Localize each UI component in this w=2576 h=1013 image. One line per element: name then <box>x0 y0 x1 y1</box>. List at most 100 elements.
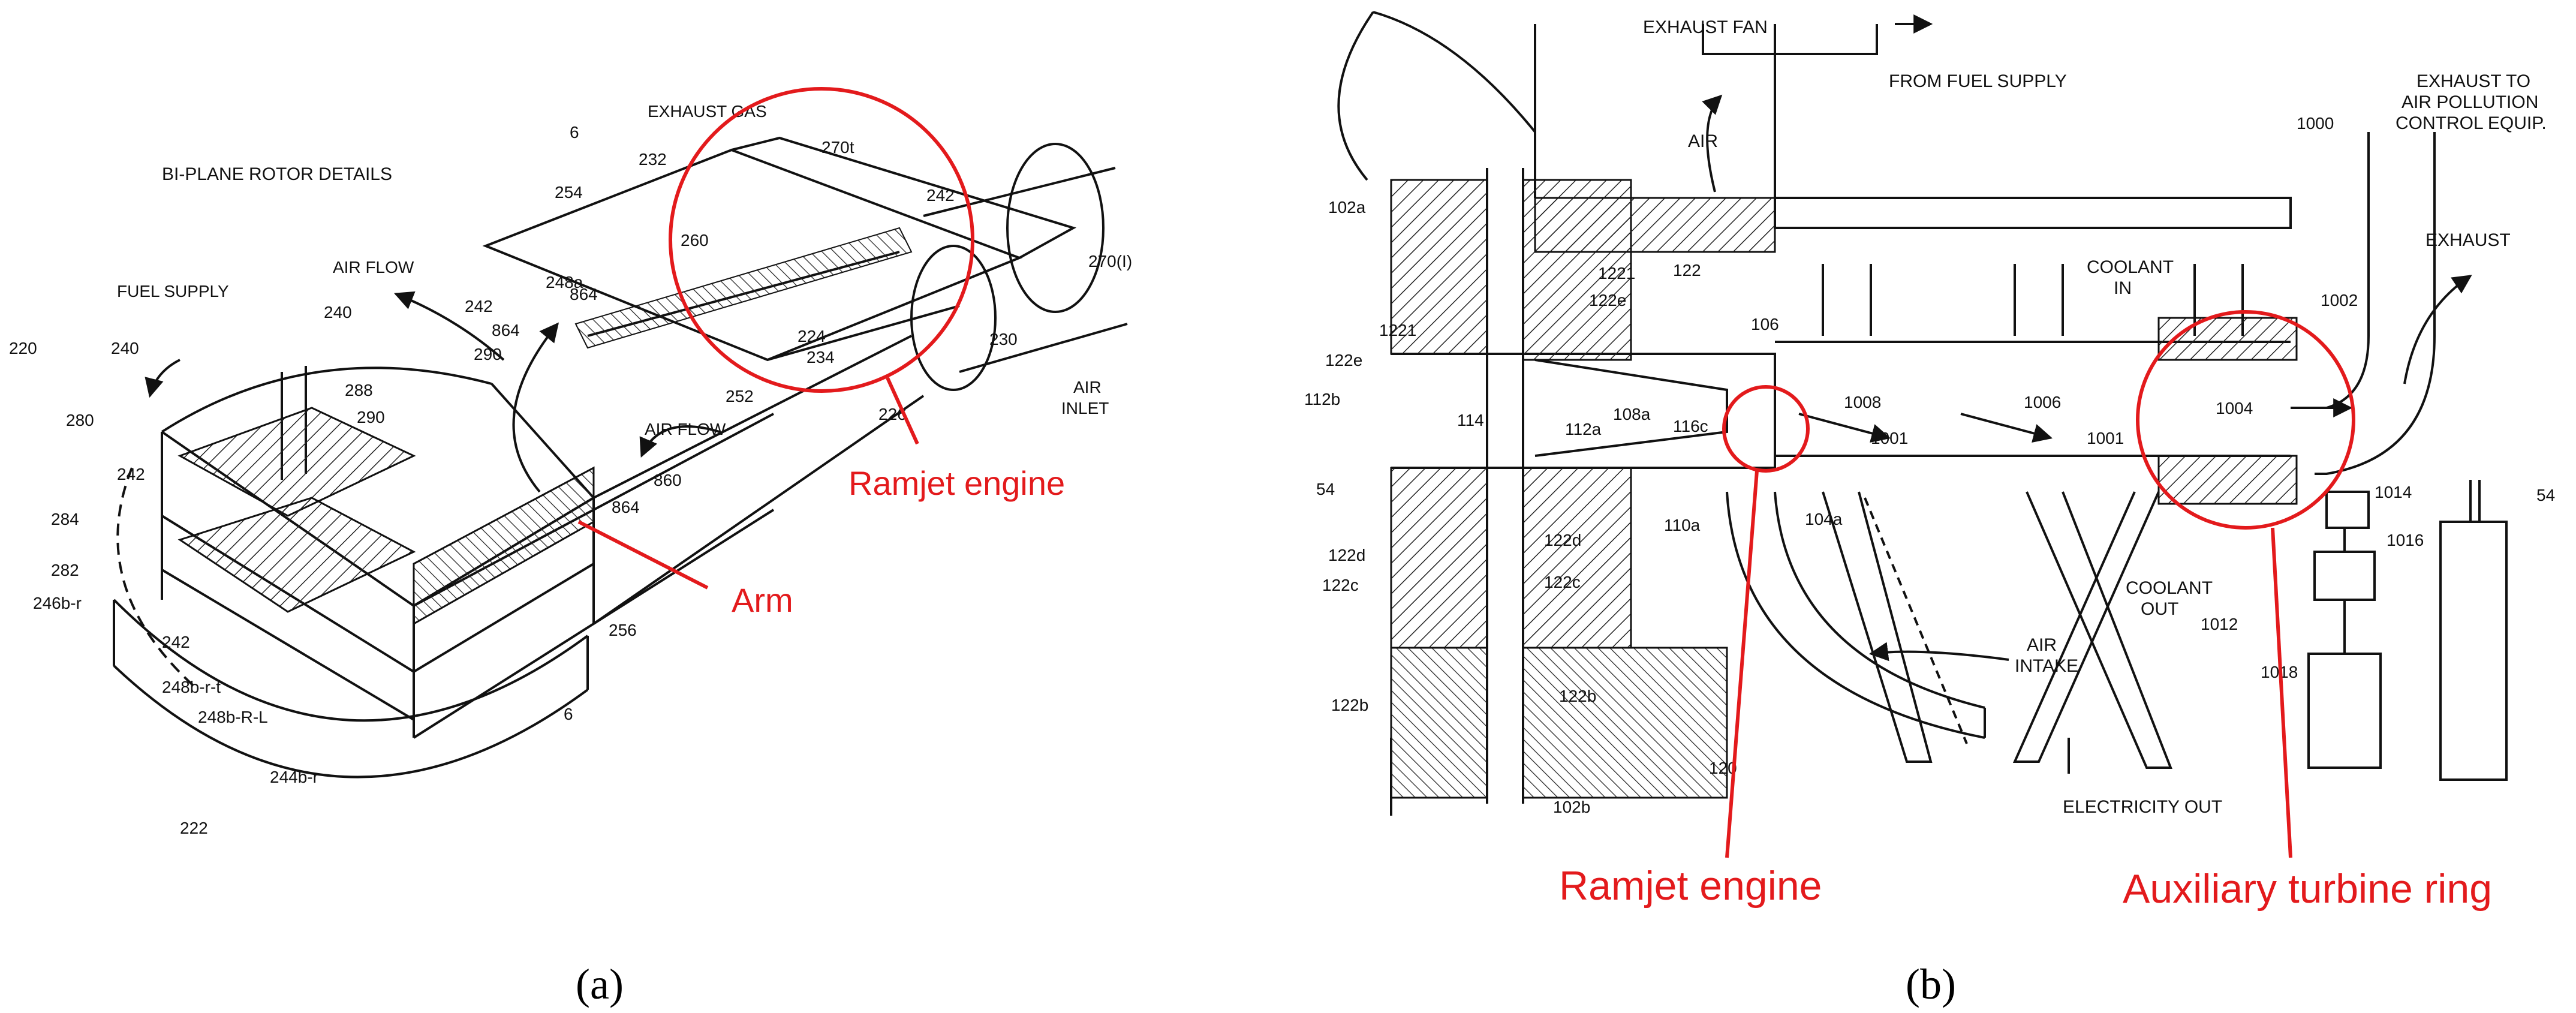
turbine-ring-highlight-circle <box>2136 310 2355 530</box>
label-fuel-supply: FUEL SUPPLY <box>117 282 229 300</box>
panel-a: BI-PLANE ROTOR DETAILS EXHAUST GAS FUEL … <box>9 87 1132 1008</box>
label-coolant-in-1: COOLANT <box>2087 257 2174 277</box>
ref-a-15: 290 <box>474 345 502 363</box>
label-air: AIR <box>1688 131 1718 151</box>
ref-b-7: 114 <box>1457 411 1484 429</box>
ref-a-24: 864 <box>612 498 640 516</box>
ramjet-highlight-circle-a <box>669 87 974 393</box>
annotation-arm: Arm <box>732 581 793 619</box>
label-air-inlet-1: AIR <box>1073 378 1102 396</box>
ramjet-highlight-circle-b <box>1722 385 1810 473</box>
label-air-intake-1: AIR <box>2027 635 2057 655</box>
ref-b-2: 122e <box>1589 291 1626 309</box>
ref-b-0: 102a <box>1328 198 1366 217</box>
label-exhaust-to-1: EXHAUST TO <box>2416 71 2530 91</box>
caption-b: (b) <box>1906 960 1956 1008</box>
label-air-flow-1: AIR FLOW <box>333 258 414 276</box>
label-air-inlet-2: INLET <box>1061 399 1109 417</box>
ref-a-2: 280 <box>66 411 94 429</box>
annotation-ramjet-b: Ramjet engine <box>1559 863 1822 909</box>
ref-b-16: 1001 <box>2087 429 2124 447</box>
ref-a-7: 242 <box>162 633 190 651</box>
ref-b-28: 1016 <box>2387 531 2424 549</box>
label-air-intake-2: INTAKE <box>2015 656 2078 676</box>
panel-b: EXHAUST FAN FROM FUEL SUPPLY AIR COOLANT… <box>1304 11 2555 1008</box>
ref-a-33: 256 <box>609 621 637 639</box>
ref-a-4: 284 <box>51 510 79 528</box>
turbine-ring-pointer <box>2271 527 2292 858</box>
panel-a-refs: 220 240 280 242 284 282 246b-r 242 248b-… <box>9 138 1132 837</box>
ref-b-25: 104a <box>1805 510 1843 528</box>
panel-b-refs: 102a 1221 122e 1221 122e 112b 54 114 112… <box>1304 114 2555 816</box>
label-exhaust-gas: EXHAUST GAS <box>648 102 767 121</box>
ref-a-17: 254 <box>555 183 583 202</box>
ref-a-25: 252 <box>726 387 754 405</box>
ref-b-34: 54 <box>2536 486 2555 504</box>
ref-6-top: 6 <box>570 123 579 142</box>
ref-b-23: 122c <box>1544 573 1581 591</box>
label-exhaust-fan: EXHAUST FAN <box>1643 17 1768 37</box>
ref-a-26: 224 <box>798 327 826 345</box>
ref-b-8: 112a <box>1565 420 1602 438</box>
ref-b-26: 1012 <box>2201 615 2238 633</box>
ref-b-30: 122b <box>1331 696 1368 714</box>
ref-a-8: 248b-r-t <box>162 678 221 696</box>
rotor-drawing <box>113 136 1128 778</box>
ref-b-13: 1008 <box>1844 393 1881 411</box>
ref-6-bottom: 6 <box>564 705 573 723</box>
ref-b-21: 122c <box>1322 576 1359 594</box>
ref-a-18: 260 <box>681 231 709 250</box>
ref-a-3: 242 <box>117 465 145 483</box>
label-air-flow-2: AIR FLOW <box>645 420 726 438</box>
ref-b-24: 110a <box>1664 516 1701 534</box>
ref-a-9: 248b-R-L <box>198 708 268 726</box>
ref-a-32: 270(I) <box>1088 252 1132 270</box>
label-exhaust-to-2: AIR POLLUTION <box>2402 92 2538 112</box>
ref-a-30: 242 <box>926 186 955 205</box>
ref-b-20: 122d <box>1328 546 1365 564</box>
turbine-drawing <box>1337 11 2508 816</box>
label-coolant-in-2: IN <box>2114 278 2132 298</box>
ref-a-21: 864 <box>492 321 520 339</box>
ref-b-1: 1221 <box>1598 264 1635 282</box>
ref-a-10: 244b-r <box>270 768 318 786</box>
ramjet-pointer-b <box>1725 470 1759 858</box>
label-from-fuel-supply: FROM FUEL SUPPLY <box>1889 71 2067 91</box>
ref-b-15: 1006 <box>2024 393 2061 411</box>
ref-a-11: 222 <box>180 819 208 837</box>
arm-pointer <box>577 520 709 590</box>
annotation-ramjet-a: Ramjet engine <box>848 464 1065 502</box>
ref-a-12: 240 <box>324 303 352 321</box>
ref-b-5: 112b <box>1304 390 1340 408</box>
ref-b-18: 1002 <box>2321 291 2358 309</box>
ref-a-31: 270t <box>821 138 854 157</box>
caption-a: (a) <box>576 960 624 1008</box>
ref-a-23: 860 <box>654 471 682 489</box>
label-electricity-out: ELECTRICITY OUT <box>2063 797 2222 817</box>
ref-b-19: 1000 <box>2297 114 2334 133</box>
ref-a-16: 232 <box>639 150 667 169</box>
ref-b-17: 1004 <box>2216 399 2253 417</box>
ref-b-11: 122 <box>1673 261 1701 279</box>
ref-a-14: 290 <box>357 408 385 426</box>
ref-b-31: 122b <box>1559 687 1596 705</box>
ref-b-32: 102b <box>1553 798 1590 816</box>
ref-b-12: 106 <box>1751 315 1779 333</box>
ref-b-4: 122e <box>1325 351 1362 369</box>
label-exhaust-to-3: CONTROL EQUIP. <box>2396 113 2547 133</box>
annotation-turbine-ring: Auxiliary turbine ring <box>2123 866 2492 912</box>
label-coolant-out-2: OUT <box>2141 599 2178 619</box>
ref-b-3: 1221 <box>1379 321 1416 339</box>
ref-b-27: 1014 <box>2375 483 2412 501</box>
ref-a-1: 240 <box>111 339 139 357</box>
ref-a-13: 288 <box>345 381 373 399</box>
ref-a-27: 234 <box>806 348 835 366</box>
ref-a-22: 864 <box>570 285 598 303</box>
ref-b-10: 116c <box>1673 417 1708 435</box>
ref-a-0: 220 <box>9 339 37 357</box>
ref-b-14: 1001 <box>1871 429 1908 447</box>
ref-a-29: 230 <box>989 330 1018 348</box>
ref-b-9: 108a <box>1613 405 1651 423</box>
ref-a-20: 242 <box>465 297 493 315</box>
